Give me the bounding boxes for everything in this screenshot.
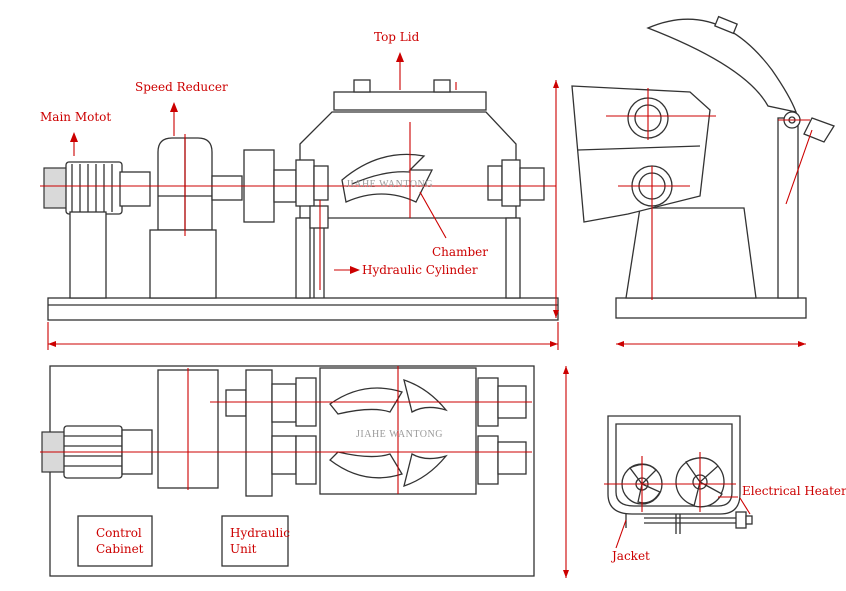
side-base-frame — [615, 297, 807, 319]
plan-watermark: JIAHE WANTONG — [356, 429, 443, 440]
main-motor — [43, 161, 151, 299]
plan-coupling — [245, 369, 273, 497]
top-plan-view: JIAHE WANTONG — [40, 365, 569, 578]
speed-reducer — [149, 137, 243, 299]
side-chamber-tilted — [571, 85, 711, 223]
label-control-cabinet-2: Cabinet — [96, 542, 144, 556]
electrical-heater — [644, 511, 753, 529]
annotation-arrows — [70, 52, 751, 549]
labels: Main Motot Speed Reducer Top Lid Chamber… — [40, 30, 846, 563]
side-post — [777, 117, 799, 299]
hydraulic-unit — [221, 515, 289, 567]
section-view — [604, 415, 753, 534]
chamber-assembly — [295, 79, 545, 299]
label-hydraulic-cylinder: Hydraulic Cylinder — [362, 263, 478, 277]
side-top-lid — [646, 15, 798, 113]
front-base-frame — [47, 297, 559, 321]
label-control-cabinet-1: Control — [96, 526, 142, 540]
side-pedestal — [625, 207, 757, 299]
control-cabinet — [77, 515, 153, 567]
label-hydraulic-unit-1: Hydraulic — [230, 526, 290, 540]
hydraulic-cylinder-front — [309, 205, 329, 298]
label-chamber: Chamber — [432, 245, 488, 259]
label-hydraulic-unit-2: Unit — [230, 542, 257, 556]
front-elevation-view: JIAHE WANTONG — [40, 79, 559, 350]
label-speed-reducer: Speed Reducer — [135, 80, 228, 94]
front-watermark: JIAHE WANTONG — [346, 179, 433, 190]
section-chamber-body — [607, 415, 741, 515]
label-main-motor: Main Motot — [40, 110, 111, 124]
label-jacket: Jacket — [610, 549, 650, 563]
label-electrical-heater: Electrical Heater — [742, 484, 846, 498]
side-elevation-view — [571, 15, 835, 347]
label-top-lid: Top Lid — [374, 30, 420, 44]
